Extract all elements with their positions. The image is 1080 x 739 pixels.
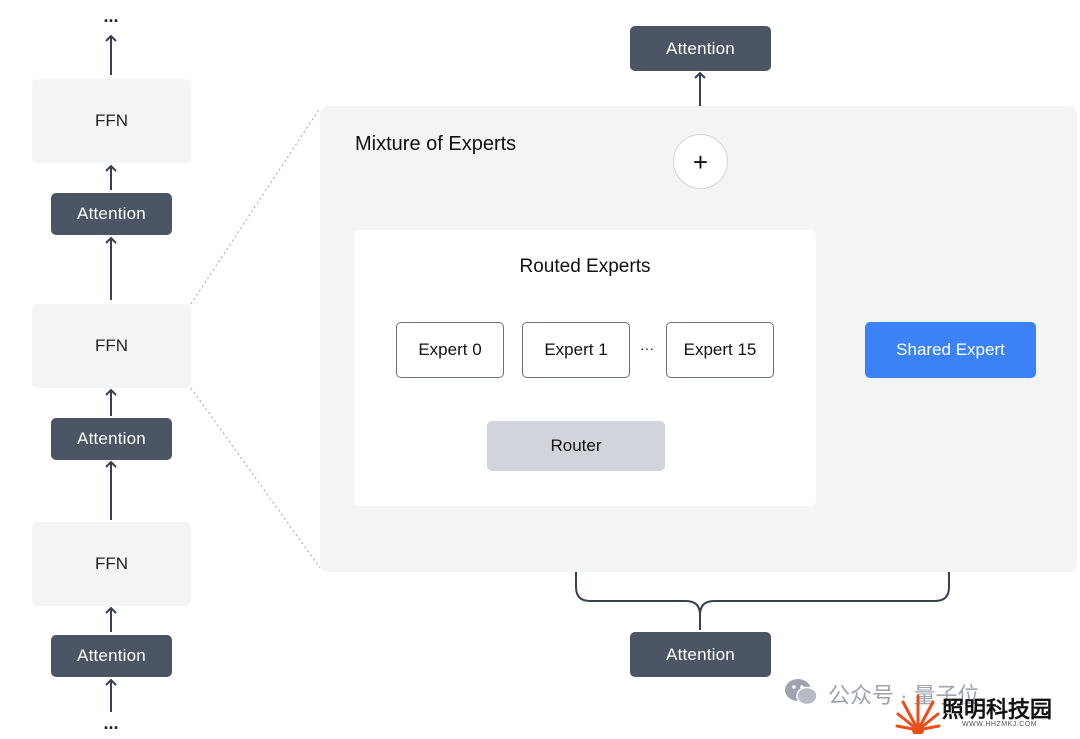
moe-title: Mixture of Experts: [355, 133, 517, 155]
attention-block-3: Attention: [51, 635, 172, 677]
router-block: Router: [487, 421, 665, 471]
routed-experts-title: Routed Experts: [519, 256, 651, 277]
watermark-url: WWW.HHZMKJ.COM: [962, 721, 1038, 728]
attention-block-2: Attention: [51, 418, 172, 460]
wechat-icon: [782, 672, 822, 712]
ffn-block-2: FFN: [32, 304, 191, 388]
zoom-guide-bottom: [190, 387, 321, 569]
brand-logo-icon: [895, 690, 941, 736]
bottom-ellipsis: ...: [103, 713, 119, 733]
expert-15: Expert 15: [666, 322, 774, 378]
expert-1: Expert 1: [522, 322, 630, 378]
sum-node: +: [673, 134, 728, 189]
arrow-attention-to-shared: [699, 378, 955, 616]
top-ellipsis: ...: [103, 6, 119, 26]
attention-block-1: Attention: [51, 193, 172, 235]
ffn-block-3: FFN: [32, 522, 191, 606]
watermark-brand: 照明科技园: [942, 697, 1053, 722]
zoom-guide-top: [190, 107, 321, 305]
top-attention-block: Attention: [630, 26, 771, 71]
experts-ellipsis: ···: [640, 340, 654, 356]
shared-expert-block: Shared Expert: [865, 322, 1036, 378]
arrow-attention-to-router: [570, 471, 701, 630]
ffn-block-1: FFN: [32, 79, 191, 163]
bottom-attention-block: Attention: [630, 632, 771, 677]
expert-0: Expert 0: [396, 322, 504, 378]
